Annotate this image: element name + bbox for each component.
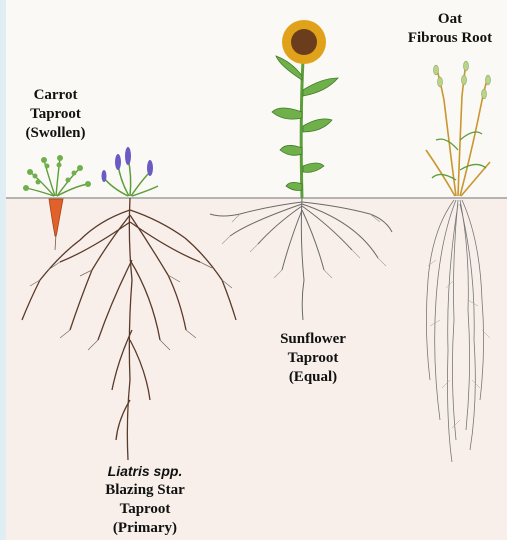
oat-label: Oat Fibrous Root	[395, 10, 505, 48]
sunflower-label: Sunflower Taproot (Equal)	[258, 330, 368, 387]
liatris-label-line3: (Primary)	[85, 519, 205, 538]
liatris-label-genus: Liatris spp.	[85, 462, 205, 481]
sunflower-label-line1: Sunflower	[258, 330, 368, 349]
sunflower-leaves	[272, 56, 338, 191]
oat-label-line1: Oat	[395, 10, 505, 29]
sunflower-head	[282, 20, 326, 64]
liatris-label: Liatris spp. Blazing Star Taproot (Prima…	[85, 462, 205, 538]
sunflower-label-line3: (Equal)	[258, 368, 368, 387]
carrot-label-line3: (Swollen)	[8, 124, 103, 143]
liatris-label-line1: Blazing Star	[85, 481, 205, 500]
carrot-label-line1: Carrot	[8, 86, 103, 105]
oat-label-line2: Fibrous Root	[395, 29, 505, 48]
carrot-label-line2: Taproot	[8, 105, 103, 124]
sunflower-label-line2: Taproot	[258, 349, 368, 368]
soil-area	[6, 198, 507, 540]
carrot-label: Carrot Taproot (Swollen)	[8, 86, 103, 143]
liatris-label-line2: Taproot	[85, 500, 205, 519]
